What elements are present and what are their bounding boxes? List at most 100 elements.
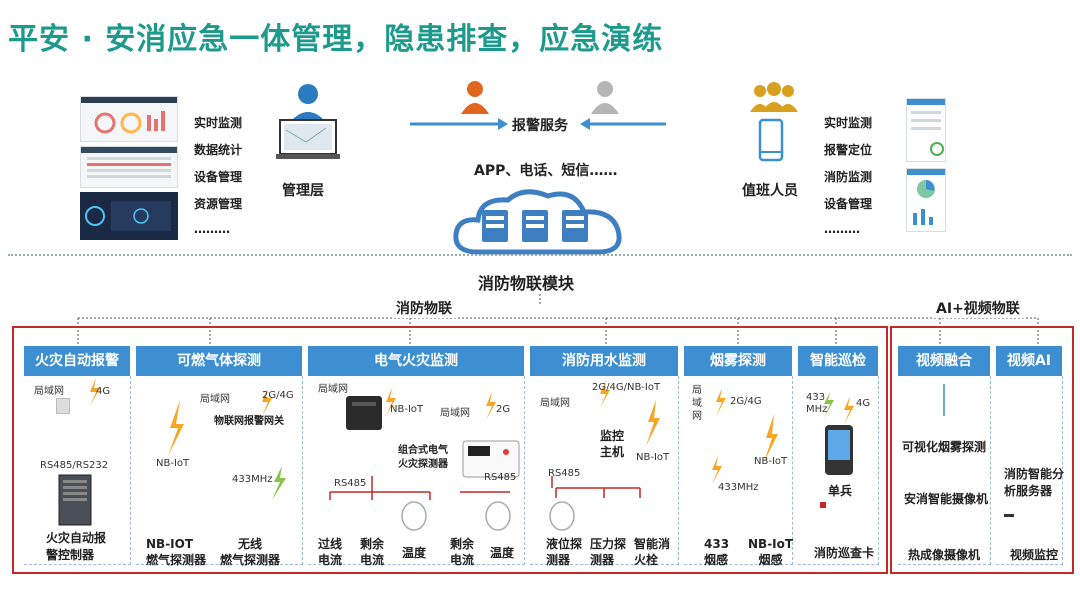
app-chart-screenshot-graphic xyxy=(907,169,945,225)
resource-thumbnail-graphic xyxy=(85,201,171,231)
section-frame xyxy=(24,376,131,565)
sensor-coil-icon xyxy=(485,501,511,531)
person-gray-icon xyxy=(591,81,619,114)
duty-feature-list: 实时监测 报警定位 消防监测 设备管理 ……… xyxy=(824,114,872,249)
dashboard-thumbnail-graphic xyxy=(81,97,177,134)
dashboard-thumbnail xyxy=(80,96,178,142)
header-fire-alarm: 火灾自动报警 xyxy=(24,346,130,376)
combo-detector-icon xyxy=(462,440,520,478)
net-label: 433MHz xyxy=(718,482,759,493)
section-frame xyxy=(136,376,303,565)
device-label: 安消智能摄像机 xyxy=(904,492,989,506)
feature-item: ……… xyxy=(824,222,860,236)
net-label: 4G xyxy=(96,386,111,397)
device-label: NB-IOT 燃气探测器 xyxy=(146,537,207,567)
app-screenshot-graphic xyxy=(907,99,945,156)
sensor-label: 剩余 电流 xyxy=(360,537,385,567)
net-label: 433 MHz xyxy=(806,392,828,415)
net-label: 2G/4G xyxy=(262,390,294,401)
device-label: 消防巡查卡 xyxy=(814,546,875,560)
ai-video-panel xyxy=(890,326,1074,574)
lightning-icon xyxy=(386,388,396,416)
cloud-server-icon xyxy=(453,189,622,255)
section-frame xyxy=(530,376,679,565)
net-label: 局域网 xyxy=(318,384,348,395)
sensor-label: 压力探 测器 xyxy=(590,537,627,567)
header-video-ai: 视频AI xyxy=(996,346,1062,376)
feature-item: 实时监测 xyxy=(194,116,243,130)
sensor-label: 智能消 火栓 xyxy=(634,537,671,567)
lightning-icon xyxy=(262,388,272,416)
section-frame xyxy=(684,376,793,565)
nbiot-module-icon xyxy=(346,396,382,430)
fire-iot-group-label: 消防物联 xyxy=(392,298,456,318)
lightning-icon xyxy=(716,388,726,416)
section-frame xyxy=(798,376,879,565)
lightning-icon xyxy=(646,400,660,446)
device-label: NB-IoT 烟感 xyxy=(748,537,794,567)
bus-label: RS485 xyxy=(334,478,367,489)
feature-item: 设备管理 xyxy=(194,170,243,184)
feature-item: 资源管理 xyxy=(194,197,243,211)
lightning-icon xyxy=(764,414,778,462)
controller-cabinet-icon xyxy=(58,474,92,526)
net-label: 局 域 网 xyxy=(692,385,702,422)
feature-item: 数据统计 xyxy=(194,143,243,157)
sensor-coil-icon xyxy=(549,501,575,531)
net-label: 433MHz xyxy=(232,474,273,485)
section-frame xyxy=(996,376,1063,565)
server-icon xyxy=(1004,514,1014,517)
feature-item: ……… xyxy=(194,222,230,236)
device-label: 视频监控 xyxy=(1010,548,1059,562)
sensor-label: 液位探 测器 xyxy=(546,537,583,567)
lightning-icon xyxy=(844,396,854,424)
bus-label: RS485 xyxy=(484,472,517,483)
device-label: 消防智能分 析服务器 xyxy=(1004,467,1065,498)
device-label: 单兵 xyxy=(828,484,853,498)
net-label: 2G/4G xyxy=(730,396,762,407)
feature-item: 报警定位 xyxy=(824,143,873,157)
router-icon xyxy=(56,398,70,414)
header-video-fusion: 视频融合 xyxy=(898,346,990,376)
net-label: 局域网 xyxy=(34,386,64,397)
gateway-label: 物联网报警网关 xyxy=(214,416,284,427)
net-label: 局域网 xyxy=(200,394,230,405)
team-icon xyxy=(750,82,798,112)
lightning-icon xyxy=(90,378,100,406)
channels-label: APP、电话、短信…… xyxy=(474,163,618,179)
net-label: 2G xyxy=(496,404,511,415)
table-thumbnail xyxy=(80,146,178,188)
net-label: NB-IoT xyxy=(390,404,424,415)
device-label: 无线 燃气探测器 xyxy=(220,537,281,567)
alarm-service-label: 报警服务 xyxy=(512,118,568,134)
feature-item: 消防监测 xyxy=(824,170,873,184)
bus-label: RS485 xyxy=(548,468,581,479)
sensor-label: 温度 xyxy=(402,546,427,560)
lightning-icon xyxy=(486,392,496,420)
app-chart-screenshot xyxy=(906,168,946,232)
rs-label: RS485/RS232 xyxy=(40,460,109,471)
feature-item: 设备管理 xyxy=(824,197,873,211)
cloud-module-label: 消防物联模块 xyxy=(478,274,575,293)
alarm-arrows xyxy=(410,118,666,130)
divider xyxy=(8,254,1072,256)
duty-label: 值班人员 xyxy=(742,183,798,199)
lightning-icon xyxy=(600,380,610,408)
mobile-phone-icon xyxy=(758,118,784,162)
lightning-icon xyxy=(168,400,184,456)
lightning-icon xyxy=(712,456,722,484)
net-label: NB-IoT xyxy=(156,458,190,469)
device-label: 热成像摄像机 xyxy=(908,548,981,562)
header-gas: 可燃气体探测 xyxy=(136,346,302,376)
feature-item: 实时监测 xyxy=(824,116,873,130)
header-smoke: 烟雾探测 xyxy=(684,346,792,376)
device-label: 可视化烟雾探测 xyxy=(902,440,987,454)
device-label: 火灾自动报 警控制器 xyxy=(46,531,107,562)
net-label: 2G/4G/NB-IoT xyxy=(592,382,661,393)
person-orange-icon xyxy=(461,81,489,114)
app-screenshot xyxy=(906,98,946,162)
device-label: 433 烟感 xyxy=(704,537,730,567)
manager-laptop-icon xyxy=(276,84,340,159)
